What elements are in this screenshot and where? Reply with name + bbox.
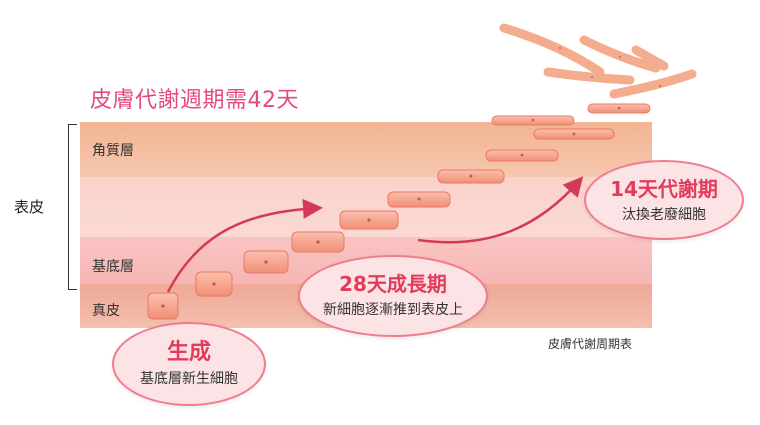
turnover-stage-text: 汰換老廢細胞 <box>622 207 706 223</box>
flake <box>543 67 635 85</box>
skin-cell <box>437 169 505 184</box>
flake <box>499 23 605 77</box>
skin-cell <box>243 250 289 274</box>
diagram-caption: 皮膚代謝周期表 <box>548 337 633 351</box>
dermis-label: 真皮 <box>92 303 120 319</box>
skin-cell <box>587 103 651 114</box>
growth-arrow <box>166 198 323 293</box>
growth-stage-bubble: 28天成長期 新細胞逐漸推到表皮上 <box>298 255 488 337</box>
flake <box>631 45 669 71</box>
growth-stage-text: 新細胞逐漸推到表皮上 <box>323 302 463 318</box>
skin-cell <box>147 292 179 320</box>
turnover-arrow <box>417 176 584 244</box>
flake-dots <box>558 46 662 88</box>
skin-cell <box>387 191 451 208</box>
turnover-stage-heading: 14天代謝期 <box>610 177 718 201</box>
shedding-flakes <box>499 23 697 99</box>
skin-cell <box>291 231 345 253</box>
diagram-title: 皮膚代謝週期需42天 <box>90 88 299 113</box>
skin-cell <box>195 271 233 297</box>
birth-stage-bubble: 生成 基底層新生細胞 <box>112 322 266 406</box>
basal-layer-label: 基底層 <box>92 259 134 275</box>
growth-stage-heading: 28天成長期 <box>339 272 447 296</box>
turnover-stage-bubble: 14天代謝期 汰換老廢細胞 <box>584 160 744 240</box>
skin-cell <box>533 128 615 140</box>
flake <box>609 69 697 99</box>
epidermis-label: 表皮 <box>14 198 45 216</box>
birth-stage-text: 基底層新生細胞 <box>140 371 238 387</box>
skin-cells <box>147 103 651 320</box>
skin-cell <box>491 115 575 126</box>
birth-stage-heading: 生成 <box>166 340 211 365</box>
epidermis-bracket <box>68 124 77 290</box>
skin-cell <box>339 210 399 230</box>
stratum-corneum-label: 角質層 <box>92 143 134 159</box>
skin-cell <box>485 149 559 162</box>
